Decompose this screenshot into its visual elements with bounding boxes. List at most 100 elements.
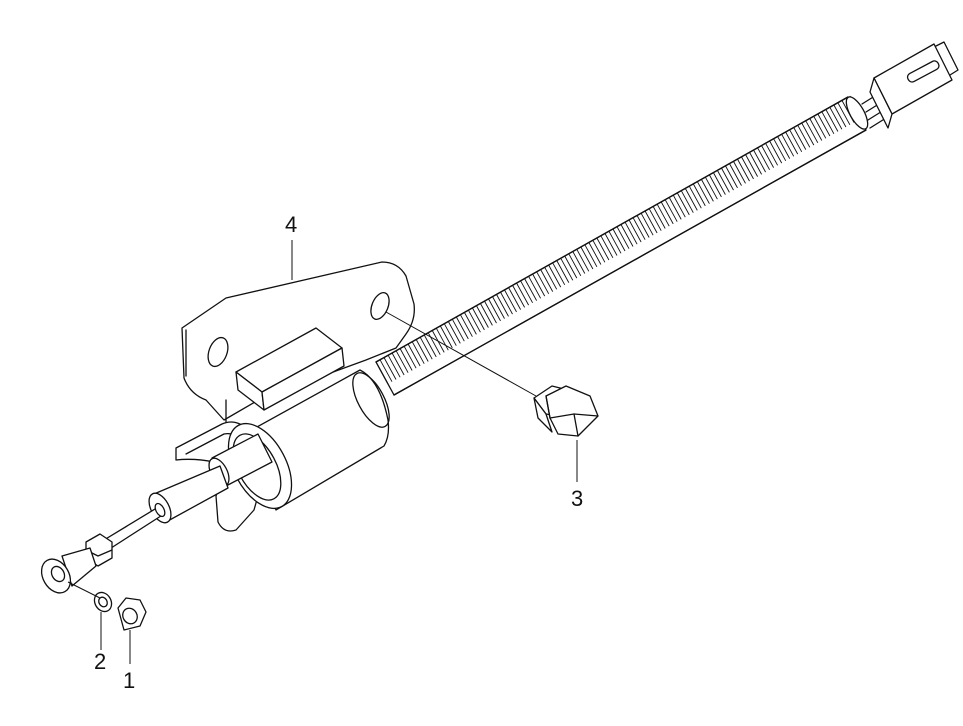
coil-winding	[628, 219, 642, 243]
coil-winding	[656, 203, 670, 227]
hex-bolt	[533, 385, 599, 437]
coil-winding	[419, 336, 433, 360]
coil-winding	[632, 217, 646, 240]
coil-winding	[777, 136, 791, 159]
coil-winding	[423, 334, 437, 358]
coil-winding	[604, 233, 618, 256]
coil-winding	[761, 145, 774, 168]
coil-winding	[813, 116, 827, 139]
coil-winding	[636, 215, 650, 238]
rod-eye-end	[40, 547, 97, 594]
coil-winding	[676, 192, 690, 216]
leader-lines	[67, 240, 578, 664]
coil-winding	[455, 316, 469, 340]
coil-winding	[415, 339, 429, 362]
coil-winding	[576, 249, 590, 272]
coil-winding	[684, 188, 698, 211]
coil-winding	[741, 156, 754, 180]
coil-winding	[737, 158, 750, 182]
coil-winding	[447, 321, 461, 344]
coil-winding	[435, 327, 449, 351]
coil-winding	[460, 314, 473, 337]
coil-winding	[644, 210, 658, 234]
coil-winding	[801, 122, 815, 146]
callout-2: 2	[94, 649, 106, 674]
coil-winding	[660, 201, 674, 225]
coil-winding	[757, 147, 770, 171]
coil-winding	[468, 309, 481, 333]
coil-winding	[500, 291, 513, 315]
coil-winding	[697, 181, 710, 204]
coil-winding	[640, 212, 654, 236]
coil-winding	[451, 318, 465, 342]
coil-winding	[568, 253, 582, 277]
coil-winding	[717, 170, 730, 193]
coil-winding	[765, 143, 778, 166]
coil-winding	[572, 251, 586, 274]
coil-winding	[395, 350, 409, 373]
coil-winding	[439, 325, 453, 349]
callout-3: 3	[571, 486, 583, 511]
coil-winding	[552, 262, 566, 286]
coil-winding	[512, 285, 525, 308]
coil-winding	[721, 167, 734, 191]
coil-winding	[536, 271, 550, 295]
coil-winding	[476, 305, 489, 328]
coil-winding	[548, 264, 562, 288]
nut	[117, 597, 147, 631]
coil-winding	[753, 149, 766, 173]
coil-winding	[407, 343, 421, 367]
coil-winding	[399, 348, 413, 371]
coil-winding	[588, 242, 602, 265]
callout-4: 4	[285, 212, 297, 237]
coil-winding	[701, 179, 714, 202]
coil-winding	[379, 359, 393, 382]
coil-winding	[484, 300, 497, 324]
coil-winding	[769, 140, 783, 164]
coil-winding	[616, 226, 630, 249]
coil-winding	[793, 127, 807, 150]
coil-winding	[508, 287, 521, 310]
coil-winding	[664, 199, 678, 222]
wire-connector	[861, 41, 959, 129]
coil-winding	[383, 357, 397, 380]
coil-winding	[713, 172, 726, 195]
coil-winding	[837, 102, 851, 126]
coil-winding	[504, 289, 517, 313]
coil-winding	[709, 174, 722, 198]
coil-winding	[492, 296, 505, 319]
coil-winding	[692, 183, 706, 207]
coil-winding	[532, 273, 546, 297]
coil-winding	[648, 208, 662, 231]
coil-winding	[781, 134, 795, 157]
coil-winding	[580, 246, 594, 270]
plunger-rod	[103, 433, 273, 551]
coil-winding	[725, 165, 738, 189]
coil-winding	[472, 307, 485, 331]
coil-winding	[612, 228, 626, 252]
coil-winding	[592, 240, 606, 263]
coil-winding	[668, 197, 682, 220]
coil-winding	[805, 120, 819, 144]
washer	[93, 591, 113, 613]
callout-1: 1	[123, 668, 135, 693]
coil-winding	[564, 255, 578, 279]
coil-winding	[560, 258, 574, 281]
coil-winding	[789, 129, 803, 153]
coil-winding	[733, 161, 746, 184]
coil-winding	[516, 282, 529, 306]
coil-winding	[488, 298, 501, 322]
cable-sleeve	[375, 95, 869, 396]
coil-winding	[652, 206, 666, 229]
coil-winding	[584, 244, 598, 268]
coil-winding	[528, 276, 541, 299]
coil-winding	[688, 185, 702, 209]
coil-winding	[829, 107, 843, 130]
coil-winding	[705, 176, 718, 200]
coil-winding	[773, 138, 787, 162]
coil-winding	[817, 113, 831, 137]
coil-winding	[443, 323, 457, 346]
coil-winding	[596, 237, 610, 261]
bracket-pad	[235, 327, 345, 411]
